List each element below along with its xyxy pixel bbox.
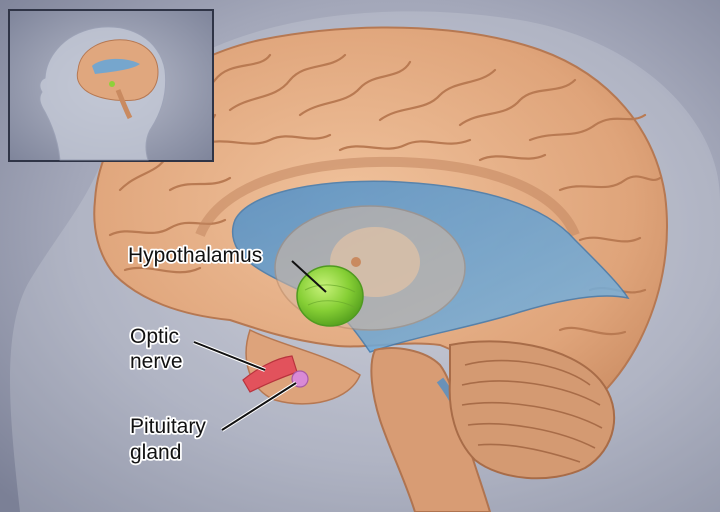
thalamus-dot — [351, 257, 361, 267]
corpus-callosum — [195, 156, 580, 238]
inset-head-thumbnail — [8, 9, 214, 162]
pituitary-leader — [221, 382, 297, 431]
brainstem — [370, 347, 492, 512]
hypothalamus-leader — [291, 260, 327, 293]
label-hypothalamus: Hypothalamus — [128, 244, 262, 267]
inset-hypothalamus-dot — [109, 81, 115, 87]
label-pituitary-line2: gland — [130, 441, 181, 464]
label-pituitary-line1: Pituitary — [130, 415, 206, 438]
label-optic-line1: Optic — [130, 325, 179, 348]
hypothalamus-texture — [304, 284, 357, 309]
gyri-folds — [108, 53, 662, 336]
inset-brainstem — [115, 89, 133, 120]
inset-ventricle — [92, 58, 140, 74]
optic-leader — [193, 341, 266, 371]
label-optic-line2: nerve — [130, 350, 183, 373]
cerebellum — [448, 340, 616, 480]
